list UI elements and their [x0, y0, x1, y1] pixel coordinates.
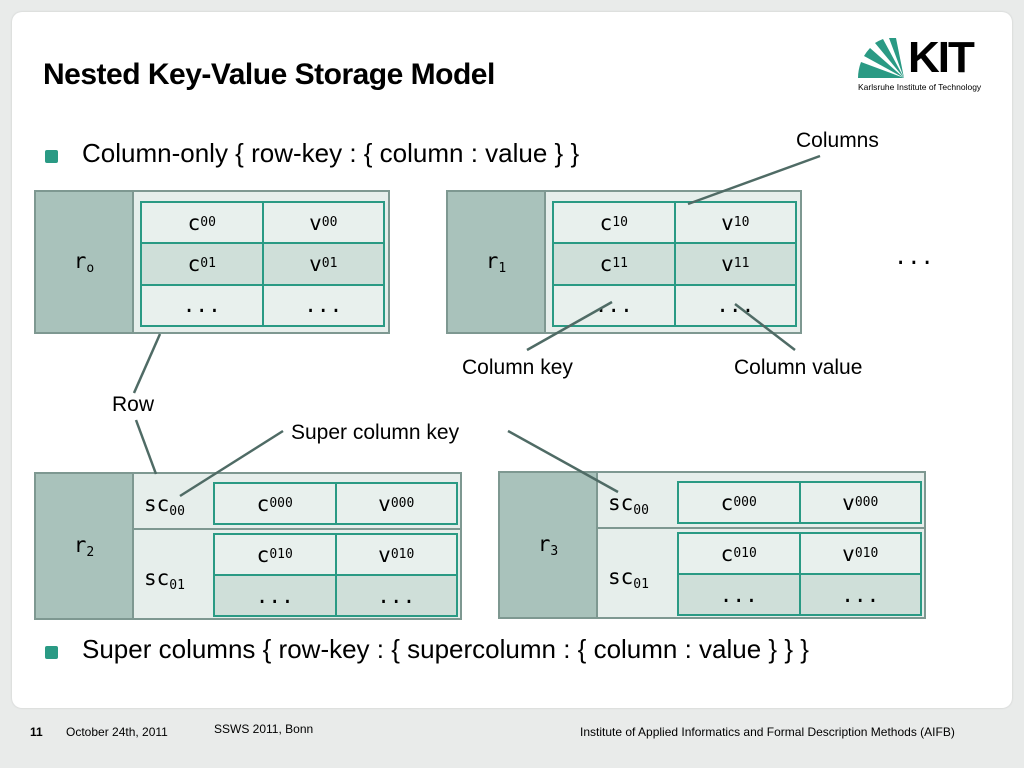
column-key-cell: ...: [215, 576, 335, 615]
row-key: ro: [36, 192, 134, 332]
kit-logo: KIT Karlsruhe Institute of Technology: [856, 36, 986, 96]
label-columns: Columns: [796, 129, 879, 152]
kit-logo-icon: [858, 38, 904, 78]
more-rows-ellipsis: ...: [894, 245, 934, 270]
super-column-divider: [598, 527, 924, 529]
bullet-marker: [45, 646, 58, 659]
label-column-key: Column key: [462, 356, 573, 379]
footer-date: October 24th, 2011: [66, 725, 168, 739]
column-key-cell: ...: [679, 575, 799, 614]
column-value-cell: ...: [336, 576, 456, 615]
super-column-key: sc01: [608, 565, 649, 592]
label-row: Row: [112, 393, 155, 416]
column-key-cell: ...: [554, 285, 674, 325]
logo-text: KIT: [908, 33, 975, 82]
footer-page-number: 11: [30, 725, 43, 739]
footer-institute: Institute of Applied Informatics and For…: [580, 725, 955, 739]
column-value-cell: ...: [800, 575, 920, 614]
row-key: r1: [448, 192, 546, 332]
page-title: Nested Key-Value Storage Model: [43, 58, 495, 91]
row-key-text: r3: [537, 531, 559, 559]
bullet-marker: [45, 150, 58, 163]
row-key: r3: [500, 473, 598, 617]
row-key-text: ro: [73, 248, 95, 276]
super-column-key: sc01: [144, 566, 185, 593]
column-value-cell: ...: [263, 285, 383, 325]
footer-event: SSWS 2011, Bonn: [214, 722, 314, 736]
column-value-cell: ...: [675, 285, 795, 325]
row-key-text: r1: [485, 248, 507, 276]
super-column-divider: [134, 528, 460, 530]
super-column-key: sc00: [608, 491, 649, 518]
column-key-cell: ...: [142, 285, 262, 325]
label-column-value: Column value: [734, 356, 863, 379]
row-key-text: r2: [73, 532, 95, 560]
bullet-super-columns: Super columns { row-key : { supercolumn …: [82, 634, 809, 664]
bullet-column-only: Column-only { row-key : { column : value…: [82, 138, 580, 168]
label-super-column-key: Super column key: [291, 421, 460, 444]
logo-subtitle: Karlsruhe Institute of Technology: [858, 82, 982, 92]
super-column-key: sc00: [144, 492, 185, 519]
row-key: r2: [36, 474, 134, 618]
